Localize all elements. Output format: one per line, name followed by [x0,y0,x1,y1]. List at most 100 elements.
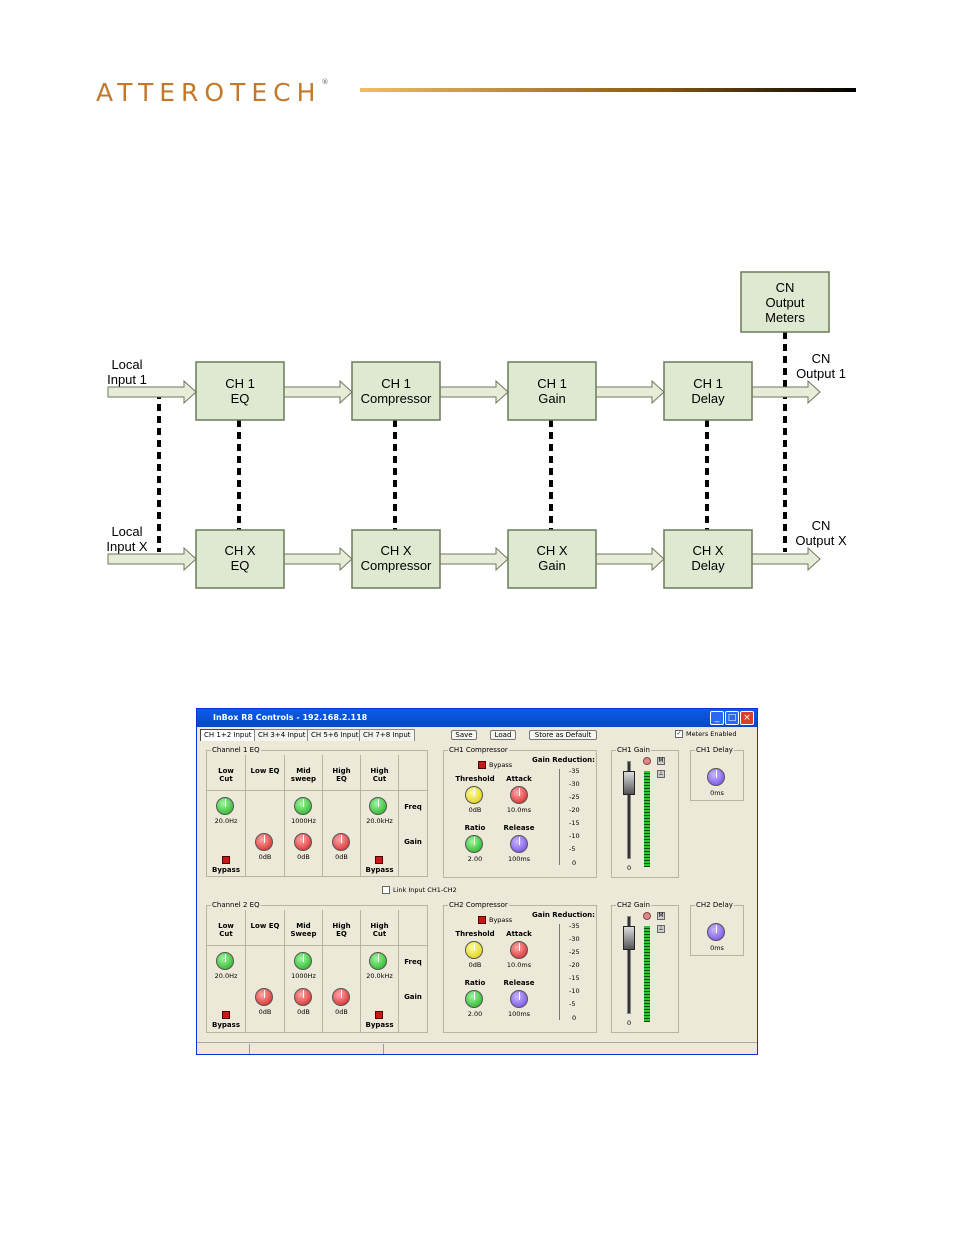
ch1-high-eq-value: 0dB [335,853,348,861]
maximize-button[interactable]: □ [725,711,739,725]
ch1-attack-value: 10.0ms [506,806,532,814]
flow-arrows [107,379,821,572]
ch1-ratio-knob[interactable] [465,835,483,853]
ch2-lowcut-bypass-label: Bypass [212,1021,240,1029]
window-title: InBox R8 Controls - 192.168.2.118 [213,713,368,722]
ch1-freq-label: Freq [404,803,422,811]
ch1-comp-bypass-label: Bypass [489,761,513,769]
ch2-compressor-group: CH2 Compressor [443,901,597,1033]
ch1-comp-bypass-button[interactable] [478,761,486,769]
ch2-gain-row-label: Gain [404,993,422,1001]
ch1-ratio-value: 2.00 [467,855,483,863]
ch1-threshold-knob[interactable] [465,786,483,804]
ch1-threshold-label: Threshold [455,775,495,783]
ch2-delay-knob[interactable] [707,923,725,941]
ch1-high-cut-knob[interactable] [369,797,387,815]
ch2-mute-button[interactable]: M [657,912,665,920]
ch2-gain-group: CH2 Gain [611,901,679,1033]
ch2-lowcut-bypass-button[interactable] [222,1011,230,1019]
ch1-delay-title: CH1 Delay [695,746,734,754]
save-button[interactable]: Save [451,730,477,740]
ch2-highcut-bypass-button[interactable] [375,1011,383,1019]
meters-enabled-label: Meters Enabled [686,730,737,738]
ch2-freq-label: Freq [404,958,422,966]
ch2-delay-title: CH2 Delay [695,901,734,909]
ch1-lowcut-bypass-button[interactable] [222,856,230,864]
ch2-mid-gain-knob[interactable] [294,988,312,1006]
chx-gain-box: CH X Gain [536,543,568,573]
ch1-mid-gain-knob[interactable] [294,833,312,851]
tab-ch1-2[interactable]: CH 1+2 Input [200,729,256,741]
ch1-mid-gain-value: 0dB [297,853,310,861]
tab-ch5-6[interactable]: CH 5+6 Input [307,729,363,741]
ch2-threshold-knob[interactable] [465,941,483,959]
tab-ch7-8[interactable]: CH 7+8 Input [359,729,415,741]
ch1-gain-group: CH1 Gain [611,746,679,878]
ch1-attack-knob[interactable] [510,786,528,804]
ch2-high-eq-knob[interactable] [332,988,350,1006]
ch1-attack-label: Attack [506,775,532,783]
ch1-low-eq-value: 0dB [258,853,272,861]
ch2-mid-freq-value: 1000Hz [291,972,316,980]
ch2-compressor-title: CH2 Compressor [448,901,509,909]
window-titlebar: InBox R8 Controls - 192.168.2.118 [197,709,757,727]
ch1-delay-box: CH 1 Delay [691,376,725,406]
ch2-low-eq-label: Low EQ [250,922,280,930]
ch2-mid-gain-value: 0dB [297,1008,310,1016]
ch1-mute-button[interactable]: M [657,757,665,765]
ch1-high-eq-knob[interactable] [332,833,350,851]
ch2-clip-led [643,912,651,920]
inbox-controls-window: InBox R8 Controls - 192.168.2.118 _ □ × … [196,708,758,1055]
close-button[interactable]: × [740,711,754,725]
ch1-gain-reduction-label: Gain Reduction: [532,756,595,764]
link-input-label: Link Input CH1-CH2 [393,886,457,894]
tab-ch3-4[interactable]: CH 3+4 Input [254,729,310,741]
ch1-compressor-box: CH 1 Compressor [360,376,432,406]
ch1-low-cut-label: Low Cut [218,767,234,783]
ch1-high-eq-label: High EQ [332,767,351,783]
ch1-delay-knob[interactable] [707,768,725,786]
ch1-mid-freq-knob[interactable] [294,797,312,815]
channel2-eq-group: Channel 2 EQ [206,901,428,1033]
ch2-release-label: Release [503,979,535,987]
ch2-attack-knob[interactable] [510,941,528,959]
ch2-release-knob[interactable] [510,990,528,1008]
ch1-gain-fader[interactable] [623,771,635,795]
meters-enabled-checkbox[interactable]: ✓ [675,730,683,738]
ch1-release-value: 100ms [507,855,531,863]
ch2-comp-bypass-button[interactable] [478,916,486,924]
ch2-high-cut-knob[interactable] [369,952,387,970]
ch2-low-cut-knob[interactable] [216,952,234,970]
ch2-mid-sweep-label: Mid Sweep [290,922,317,938]
ch1-release-knob[interactable] [510,835,528,853]
ch1-polarity-button[interactable]: ⊥ [657,770,665,778]
minimize-button[interactable]: _ [710,711,724,725]
ch1-highcut-bypass-button[interactable] [375,856,383,864]
ch1-low-cut-knob[interactable] [216,797,234,815]
ch2-low-eq-knob[interactable] [255,988,273,1006]
ch2-ratio-knob[interactable] [465,990,483,1008]
ch1-mid-freq-value: 1000Hz [291,817,316,825]
ch2-polarity-button[interactable]: ⊥ [657,925,665,933]
store-default-button[interactable]: Store as Default [529,730,597,740]
cn-output-meters-box: CN Output Meters [765,280,805,325]
ch2-mid-freq-knob[interactable] [294,952,312,970]
ch1-delay-value: 0ms [710,789,724,797]
channel1-eq-group: Channel 1 EQ [206,746,428,877]
ch2-gain-zero: 0 [627,1019,632,1027]
ch1-high-cut-value: 20.0kHz [366,817,393,825]
ch1-release-label: Release [503,824,535,832]
chx-delay-box: CH X Delay [691,543,725,573]
ch1-clip-led [643,757,651,765]
ch2-gain-fader[interactable] [623,926,635,950]
ch2-low-cut-value: 20.0Hz [214,972,238,980]
ch1-low-eq-knob[interactable] [255,833,273,851]
signal-flow-diagram [107,271,830,589]
cn-output-1-label: CN Output 1 [796,351,846,381]
ch1-compressor-title: CH1 Compressor [448,746,509,754]
process-boxes [195,271,830,589]
link-input-checkbox[interactable] [382,886,390,894]
load-button[interactable]: Load [490,730,516,740]
ch1-gain-row-label: Gain [404,838,422,846]
cn-output-x-label: CN Output X [795,518,847,548]
